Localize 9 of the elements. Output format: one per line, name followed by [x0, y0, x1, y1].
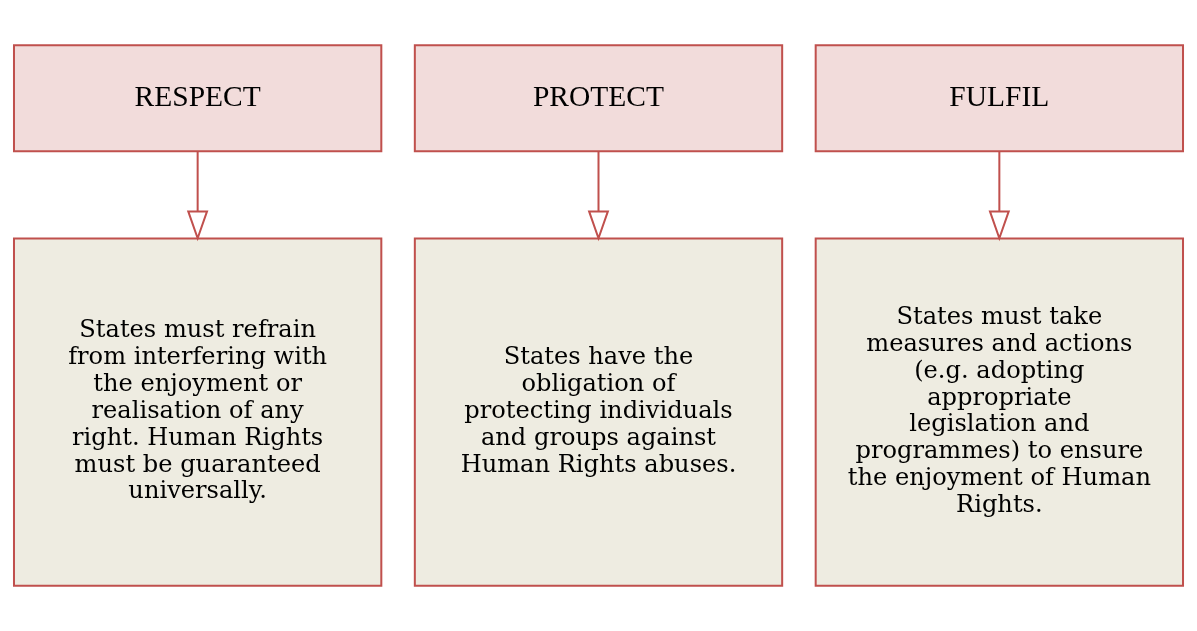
arrow: [587, 151, 610, 242]
node-box: States must take measures and actions (e.g. adopting appropriate legislation and programmes) to ensure the enjoyment of Human Rights.: [814, 237, 1185, 587]
node-box: RESPECT: [12, 44, 383, 153]
node-box: FULFIL: [814, 44, 1185, 153]
node-box: States must refrain from interfering with the enjoyment or realisation of any right. Human Rights must be guaranteed universally.: [12, 237, 383, 587]
node-box: States have the obligation of protecting individuals and groups against Human Rights abuses.: [413, 237, 784, 587]
node-box: PROTECT: [413, 44, 784, 153]
arrow: [988, 151, 1011, 242]
arrow: [186, 151, 209, 242]
